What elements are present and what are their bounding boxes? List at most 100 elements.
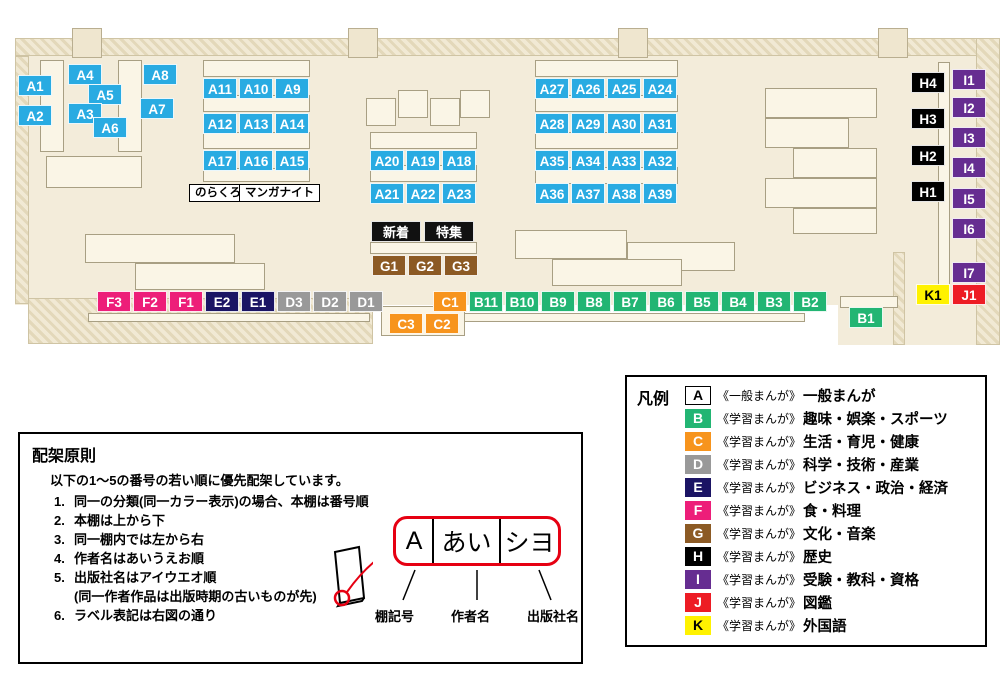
shelf-label-A22: A22	[406, 183, 440, 204]
shelf-label-E1: E1	[241, 291, 275, 312]
shelf-label-B1: B1	[849, 307, 883, 328]
shelf-label-A15: A15	[275, 150, 309, 171]
shelf-label-A24: A24	[643, 78, 677, 99]
principle-item-5-note: (同一作者作品は出版時期の古いものが先)	[74, 589, 317, 604]
spine-label-cell-3: シヨ	[498, 519, 558, 563]
shelf-block	[88, 313, 370, 322]
shelf-label-A16: A16	[239, 150, 273, 171]
shelf-label-H2: H2	[911, 145, 945, 166]
shelf-label-A8: A8	[143, 64, 177, 85]
shelf-block	[370, 242, 477, 254]
shelf-label-D2: D2	[313, 291, 347, 312]
shelf-label-A4: A4	[68, 64, 102, 85]
legend-category-name: 趣味・娯楽・スポーツ	[803, 411, 948, 428]
legend-category-name: 科学・技術・産業	[803, 457, 920, 474]
shelf-label-I5: I5	[952, 188, 986, 209]
shelf-label-A21: A21	[370, 183, 404, 204]
category-chip-F: F	[685, 500, 711, 520]
shelf-label-A33: A33	[607, 150, 641, 171]
shelf-label-A25: A25	[607, 78, 641, 99]
legend-category-name: 一般まんが	[803, 388, 876, 405]
category-chip-A: A	[685, 385, 711, 405]
shelf-block	[366, 98, 396, 126]
shelf-label-A32: A32	[643, 150, 677, 171]
shelf-label-G2: G2	[408, 255, 442, 276]
legend-item-G: G《学習まんが》文化・音楽	[685, 523, 948, 543]
legend-prefix: 《学習まんが》	[717, 526, 802, 541]
shelf-label-A36: A36	[535, 183, 569, 204]
principle-item-5: 5.出版社名はアイウエオ順	[54, 570, 217, 585]
category-chip-H: H	[685, 546, 711, 566]
shelf-label-F2: F2	[133, 291, 167, 312]
shelf-label-A19: A19	[406, 150, 440, 171]
legend-prefix: 《学習まんが》	[717, 618, 802, 633]
shelf-label-A39: A39	[643, 183, 677, 204]
legend-category-name: 外国語	[803, 618, 847, 635]
shelf-label-H1: H1	[911, 181, 945, 202]
shelf-label-K1: K1	[916, 284, 950, 305]
shelf-label-H4: H4	[911, 72, 945, 93]
shelf-block	[765, 118, 849, 148]
shelf-label-A34: A34	[571, 150, 605, 171]
category-chip-B: B	[685, 408, 711, 428]
shelf-label-B11: B11	[469, 291, 503, 312]
shelf-label-A27: A27	[535, 78, 569, 99]
shelf-block	[370, 132, 477, 149]
shelf-label-C2: C2	[425, 313, 459, 334]
shelf-label-A18: A18	[442, 150, 476, 171]
legend-prefix: 《学習まんが》	[717, 595, 802, 610]
shelf-label-A6: A6	[93, 117, 127, 138]
shelf-label-F3: F3	[97, 291, 131, 312]
spine-label-caption-1: 棚記号	[375, 609, 415, 624]
shelf-label-A30: A30	[607, 113, 641, 134]
shelf-label-A20: A20	[370, 150, 404, 171]
category-chip-C: C	[685, 431, 711, 451]
shelf-label-A9: A9	[275, 78, 309, 99]
principle-item-1: 1.同一の分類(同一カラー表示)の場合、本棚は番号順	[54, 494, 369, 509]
shelf-block	[793, 148, 877, 178]
legend-category-name: 食・料理	[803, 503, 862, 520]
legend-prefix: 《一般まんが》	[717, 388, 802, 403]
pillar	[878, 28, 908, 58]
shelf-label-A31: A31	[643, 113, 677, 134]
category-chip-D: D	[685, 454, 711, 474]
caption-arrows	[402, 569, 552, 601]
legend-item-D: D《学習まんが》科学・技術・産業	[685, 454, 948, 474]
legend-title: 凡例	[637, 391, 670, 408]
pillar	[72, 28, 102, 58]
shelf-block	[46, 156, 142, 188]
legend-prefix: 《学習まんが》	[717, 434, 802, 449]
legend-category-name: 歴史	[803, 549, 833, 566]
shelf-label-H3: H3	[911, 108, 945, 129]
legend-category-name: 受験・教科・資格	[803, 572, 920, 589]
shelf-label-A2: A2	[18, 105, 52, 126]
shelf-label-B4: B4	[721, 291, 755, 312]
shelf-label-E2: E2	[205, 291, 239, 312]
legend-prefix: 《学習まんが》	[717, 572, 802, 587]
principles-intro: 以下の1〜5の番号の若い順に優先配架しています。	[50, 473, 349, 488]
shelf-block	[938, 62, 950, 290]
shelf-label-B9: B9	[541, 291, 575, 312]
shelf-block	[118, 60, 142, 152]
spine-label-cell-2: あい	[432, 519, 499, 563]
shelf-label-B8: B8	[577, 291, 611, 312]
category-chip-J: J	[685, 592, 711, 612]
spine-label-caption-2: 作者名	[450, 609, 490, 624]
shelf-label-B7: B7	[613, 291, 647, 312]
shelf-label-B6: B6	[649, 291, 683, 312]
shelf-label-I4: I4	[952, 157, 986, 178]
shelf-label-C1: C1	[433, 291, 467, 312]
legend-item-B: B《学習まんが》趣味・娯楽・スポーツ	[685, 408, 948, 428]
legend-category-name: 文化・音楽	[803, 526, 876, 543]
shelf-label-I3: I3	[952, 127, 986, 148]
shelf-label-A12: A12	[203, 113, 237, 134]
principles-box: 配架原則 以下の1〜5の番号の若い順に優先配架しています。 1.同一の分類(同一…	[18, 432, 583, 664]
shelf-block	[552, 259, 682, 286]
shelf-label-I6: I6	[952, 218, 986, 239]
shelf-block	[430, 98, 460, 126]
legend-category-name: ビジネス・政治・経済	[803, 480, 949, 497]
